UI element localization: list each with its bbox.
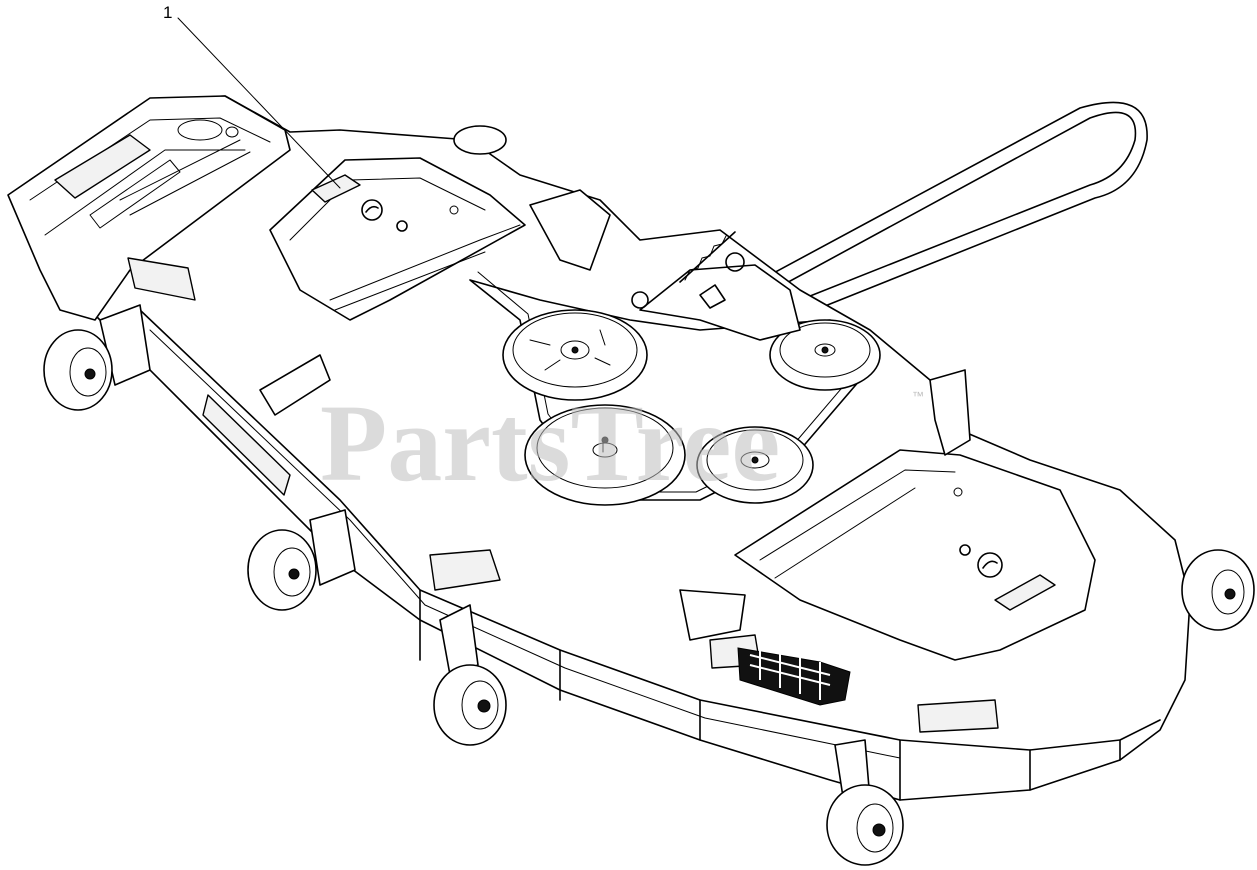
wash-port-grid bbox=[737, 647, 851, 706]
wheel-front-left bbox=[43, 304, 151, 411]
wheel-mid-left bbox=[247, 509, 356, 611]
watermark-trademark: ™ bbox=[912, 389, 924, 403]
skirt-decals bbox=[127, 257, 999, 733]
center-spindle-pulley bbox=[524, 404, 686, 506]
right-spindle-pulley bbox=[769, 319, 881, 391]
left-deflector-housing bbox=[7, 95, 291, 321]
wheel-front-center bbox=[433, 604, 507, 746]
left-spindle-pulley bbox=[502, 309, 648, 401]
watermark: PartsTree ™ bbox=[320, 382, 924, 504]
belt-tensioner bbox=[631, 231, 801, 341]
left-belt-cover bbox=[269, 157, 526, 321]
wheel-front-right bbox=[826, 739, 904, 866]
watermark-text: PartsTree bbox=[320, 382, 780, 504]
right-belt-cover bbox=[734, 449, 1096, 661]
wheel-rear-left bbox=[453, 125, 507, 155]
idler-pulley bbox=[696, 426, 814, 504]
callout-1-label: 1 bbox=[163, 3, 172, 22]
wheel-rear-right bbox=[1181, 549, 1255, 631]
callout-1: 1 bbox=[163, 3, 341, 189]
drive-belt bbox=[689, 101, 1148, 331]
deck-brackets bbox=[259, 189, 971, 641]
